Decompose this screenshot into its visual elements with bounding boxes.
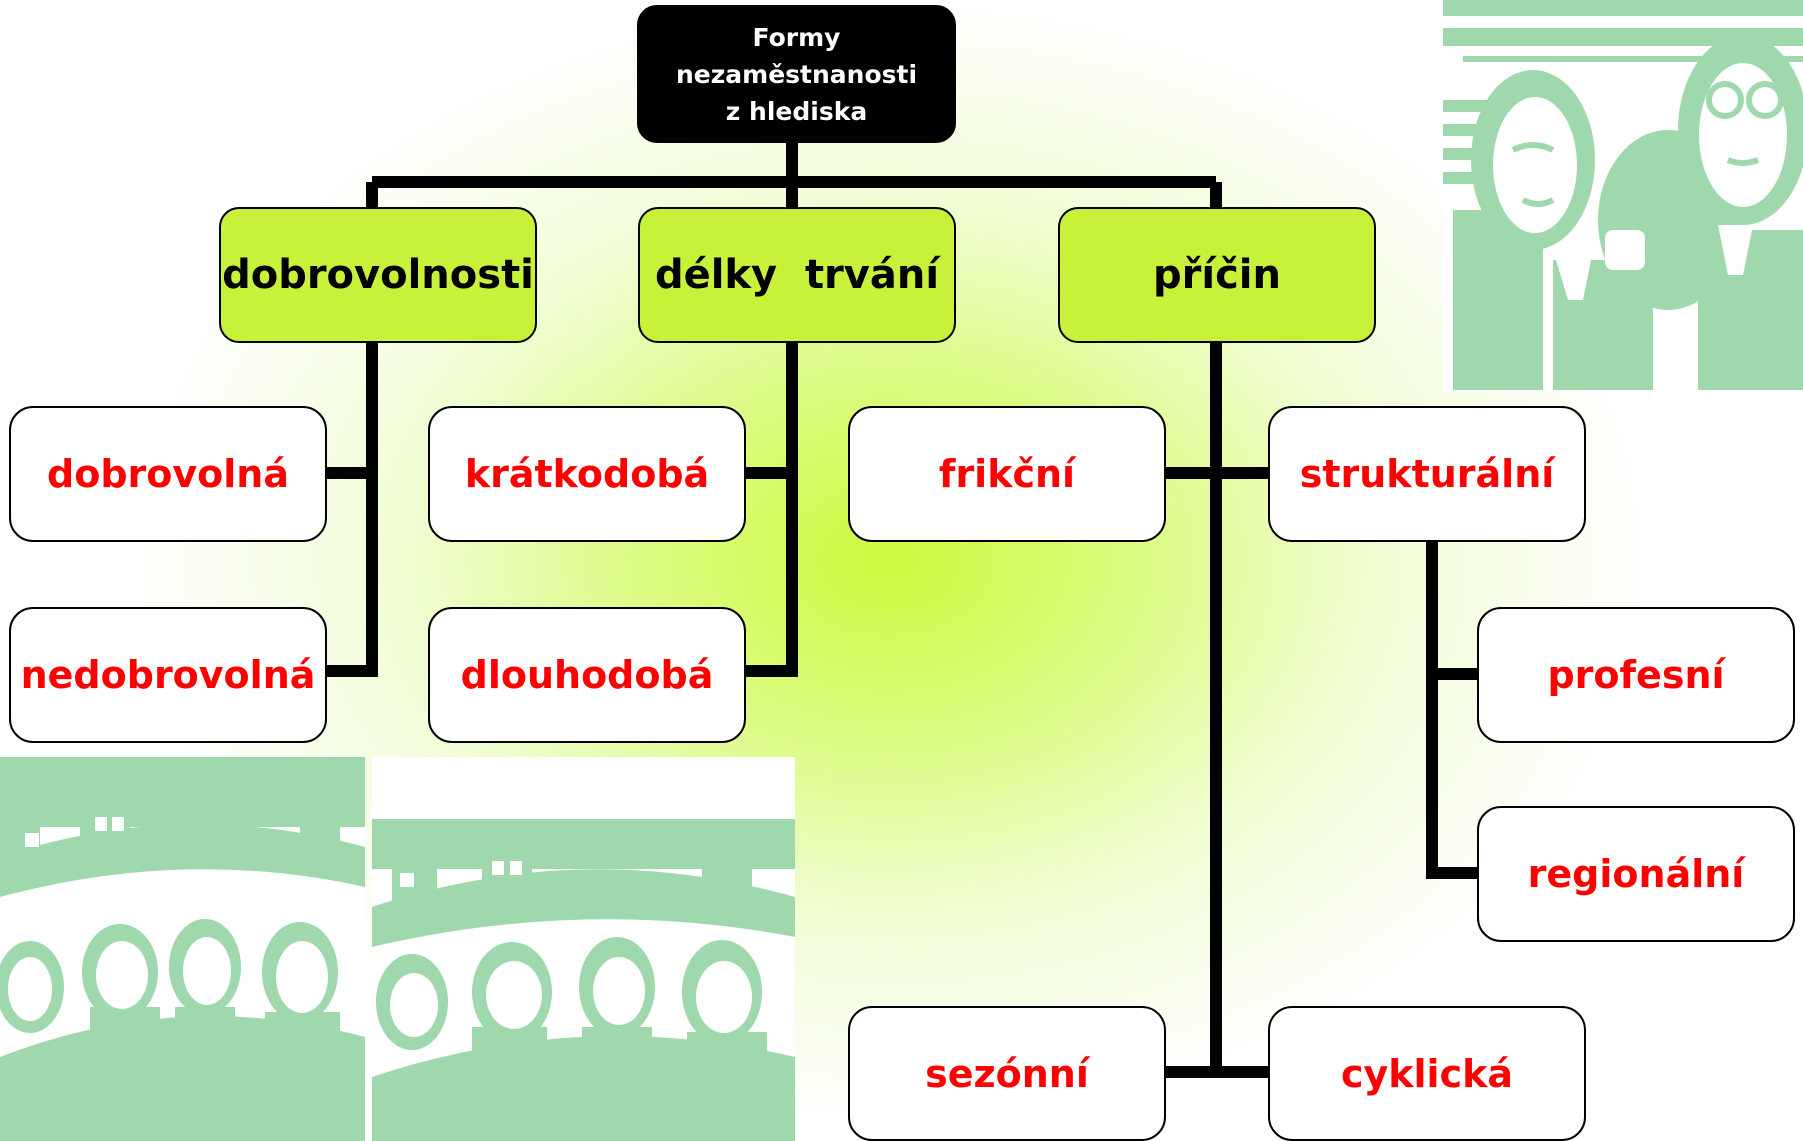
root-line-1: Formy	[752, 22, 841, 52]
leaf-node-dobrovolna: dobrovolná	[9, 406, 327, 542]
leaf-label: sezónní	[925, 1051, 1089, 1096]
category-label: délky trvání	[654, 252, 940, 298]
crowd-of-people-clipart-icon	[372, 819, 795, 1141]
crowd-clipart-left	[0, 757, 365, 1141]
leaf-node-regionalni: regionální	[1477, 806, 1795, 942]
leaf-label: dobrovolná	[47, 452, 289, 496]
leaf-node-nedobrovolna: nedobrovolná	[9, 607, 327, 743]
leaf-node-frikcni: frikční	[848, 406, 1166, 542]
leaf-label: profesní	[1547, 653, 1725, 697]
crowd-of-people-clipart-icon	[0, 757, 365, 1141]
leaf-node-cyklicka: cyklická	[1268, 1006, 1586, 1141]
leaf-node-kratkodoba: krátkodobá	[428, 406, 746, 542]
category-node-dobrovolnosti: dobrovolnosti	[219, 207, 537, 343]
category-node-pricin: příčin	[1058, 207, 1376, 343]
crowd-clipart-right	[372, 757, 795, 1141]
leaf-label: regionální	[1527, 852, 1745, 896]
leaf-node-sezonni: sezónní	[848, 1006, 1166, 1141]
root-node: Formy nezaměstnanosti z hlediska	[637, 5, 956, 143]
two-businessmen-clipart-icon	[1443, 0, 1803, 390]
leaf-node-profesni: profesní	[1477, 607, 1795, 743]
category-label: příčin	[1153, 252, 1281, 298]
root-line-2: nezaměstnanosti	[675, 59, 918, 89]
root-line-3: z hlediska	[725, 96, 868, 126]
leaf-label: cyklická	[1340, 1051, 1514, 1096]
leaf-label: nedobrovolná	[20, 653, 316, 697]
leaf-label: dlouhodobá	[460, 653, 714, 697]
category-label: dobrovolnosti	[222, 252, 534, 298]
category-node-delky-trvani: délky trvání	[638, 207, 956, 343]
leaf-label: frikční	[938, 452, 1076, 496]
leaf-node-strukturalni: strukturální	[1268, 406, 1586, 542]
leaf-label: krátkodobá	[464, 452, 710, 496]
leaf-node-dlouhodoba: dlouhodobá	[428, 607, 746, 743]
leaf-label: strukturální	[1299, 452, 1555, 496]
two-businessmen-clipart	[1443, 0, 1803, 392]
